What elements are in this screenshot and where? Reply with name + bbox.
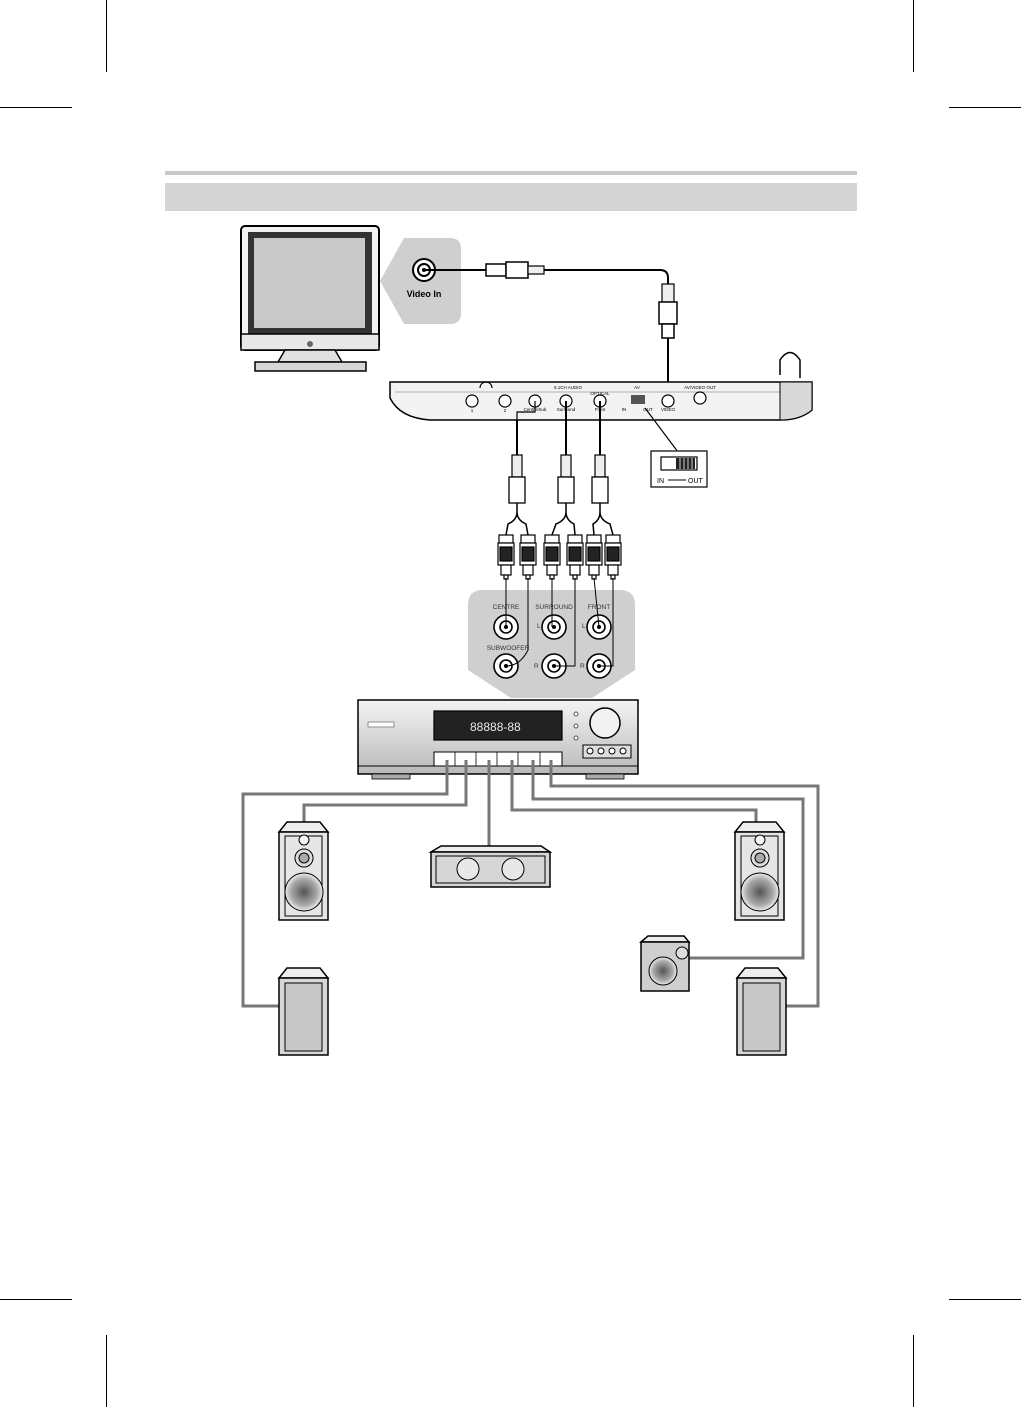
header-band	[165, 183, 857, 211]
speaker-front-left	[277, 821, 330, 921]
video-in-label: Video In	[407, 289, 442, 299]
crop-mark-bottom-left-h	[0, 1299, 72, 1300]
label-av: AV	[634, 385, 640, 390]
rca-plug	[519, 534, 537, 580]
crop-mark-bottom-right-v	[913, 1335, 914, 1407]
input-label-surround-r: R	[534, 663, 539, 670]
speaker-centre	[428, 845, 553, 888]
label-out: OUT	[643, 407, 653, 412]
crop-mark-top-right-h	[949, 107, 1021, 108]
rca-plugs	[497, 534, 622, 580]
audio-cables	[505, 401, 614, 536]
rca-plug	[585, 534, 603, 580]
crop-mark-top-left-h	[0, 107, 72, 108]
av-receiver: 88888-88	[357, 699, 639, 780]
av-switch-callout: IN OUT	[644, 407, 708, 488]
speaker-wires	[241, 760, 820, 1008]
speaker-surround-left	[277, 967, 330, 1056]
label-in: IN	[622, 407, 627, 412]
receiver-inputs-callout: CENTRE SURROUND FRONT SUBWOOFER L L R R	[468, 577, 635, 698]
rca-plug	[497, 534, 515, 580]
rca-plug	[543, 534, 561, 580]
header-rule	[165, 171, 857, 175]
switch-in-label: IN	[657, 478, 664, 485]
tv	[240, 225, 380, 372]
input-label-front-l: L	[582, 623, 586, 630]
input-label-front-r: R	[580, 663, 585, 670]
speaker-front-right	[733, 821, 786, 921]
input-label-front: FRONT	[588, 604, 610, 611]
subwoofer	[638, 935, 691, 992]
input-label-surround: SURROUND	[535, 604, 573, 611]
crop-mark-top-left-v	[106, 0, 107, 72]
crop-mark-top-right-v	[913, 0, 914, 72]
video-in-callout: Video In	[380, 238, 461, 324]
rca-plug	[604, 534, 622, 580]
receiver-display: 88888-88	[470, 720, 521, 734]
crop-mark-bottom-right-h	[949, 1299, 1021, 1300]
video-cable	[424, 261, 678, 396]
label-51ch: 5.1CH AUDIO	[554, 385, 583, 390]
label-headphone-1: 1	[471, 408, 474, 413]
rca-plug	[566, 534, 584, 580]
input-label-surround-l: L	[537, 623, 541, 630]
label-video: VIDEO	[661, 407, 676, 412]
label-av-video-out: AV/VIDEO OUT	[684, 385, 716, 390]
label-headphone-2: 2	[504, 408, 507, 413]
switch-out-label: OUT	[688, 478, 704, 485]
input-label-subwoofer: SUBWOOFER	[487, 645, 530, 652]
speaker-surround-right	[735, 967, 788, 1056]
label-optical: OPTICAL	[590, 391, 610, 396]
crop-mark-bottom-left-v	[106, 1335, 107, 1407]
